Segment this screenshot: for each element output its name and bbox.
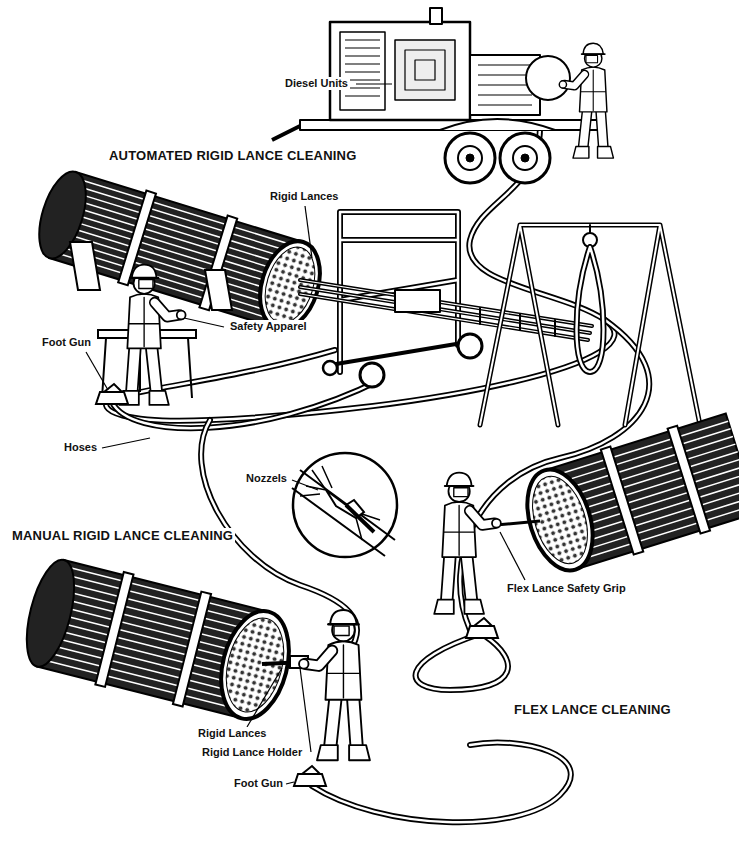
operator-figure [299,610,370,760]
heat-exchanger [516,461,604,578]
foot-gun [302,766,320,774]
diesel-trailer [513,146,537,170]
heat-exchanger [199,216,237,311]
nozzle-detail [292,453,397,557]
hose [416,634,508,690]
part-label: Rigid Lance Holder [200,746,304,759]
heat-exchanger [210,604,299,726]
diesel-trailer [272,126,300,140]
nozzle-detail [300,466,380,540]
diesel-trailer [445,133,495,183]
leader-line [86,84,525,784]
operator-figure [559,43,613,158]
flex-lance [496,521,540,525]
leader-line [86,352,108,390]
lance-frame [395,290,555,336]
operator-figure [559,43,613,158]
diesel-trailer [526,56,570,100]
leader-line [300,668,311,752]
part-label: Safety Apparel [228,320,309,333]
foot-gun [466,626,498,638]
heat-exchanger [668,426,710,534]
a-frame [480,225,700,425]
leader-line [247,668,282,727]
part-label: Foot Gun [40,336,93,349]
heat-exchanger [18,555,84,671]
diesel-trailer [440,119,555,130]
diesel-trailer [300,120,600,130]
a-frame [480,225,700,425]
heat-exchanger [601,447,643,555]
section-heading: MANUAL RIGID LANCE CLEANING [10,528,235,544]
part-label: Nozzels [244,472,289,485]
diesel-trailer [521,154,529,162]
operator-figure [299,610,370,760]
foot-gun [294,774,326,786]
saddle [70,242,100,290]
part-label: Foot Gun [232,777,285,790]
nozzle-detail [293,453,397,557]
operator-figure [434,473,501,614]
leader-line [102,438,150,448]
section-heading: FLEX LANCE CLEANING [512,702,673,718]
part-label: Hoses [62,441,99,454]
diesel-trailer [478,65,532,105]
foot-gun [474,618,492,626]
nozzle-detail [346,505,374,532]
diesel-trailer [330,22,470,120]
saddle [205,270,232,310]
part-label: Flex Lance Safety Grip [505,582,628,595]
lance-frame [360,363,384,387]
leader-line [286,782,294,784]
diesel-trailer [500,133,550,183]
diesel-trailer [458,146,482,170]
heat-exchanger [173,592,211,707]
leader-line [184,318,224,327]
diesel-trailer [405,50,445,90]
foot-gun [96,384,128,404]
a-frame [589,225,591,233]
part-label: Rigid Lances [268,190,340,203]
leader-line [305,206,312,258]
lance-frame [458,334,482,358]
a-frame [577,247,604,372]
lance-frame [323,361,337,375]
lance-frame [300,280,592,340]
foot-gun [96,392,128,404]
flex-lance [496,521,540,525]
section-heading: AUTOMATED RIGID LANCE CLEANING [107,148,358,164]
leader-line [500,532,525,580]
foot-gun [466,618,498,638]
operator-figure [119,265,185,405]
heat-exchanger [257,241,324,329]
operator-figure [119,265,185,405]
leader-line [356,83,392,84]
diesel-trailer [466,154,474,162]
heat-exchanger [17,552,300,729]
part-label: Rigid Lances [196,727,268,740]
nozzle-detail [292,470,395,556]
heat-exchanger [523,470,598,571]
heat-exchanger [515,411,739,582]
leader-line [292,480,318,490]
hose [416,634,508,690]
diesel-trailer [395,40,455,100]
diesel-trailer [430,8,442,24]
diesel-trailer [345,40,380,96]
a-frame [577,247,604,372]
a-frame [480,225,700,425]
operator-figure [434,473,501,614]
nozzle-detail [326,490,364,518]
part-label: Diesel Units [283,77,350,90]
foot-gun [294,766,326,786]
diesel-trailer [340,32,385,110]
lance-frame [300,280,592,340]
heat-exchanger [95,572,133,687]
